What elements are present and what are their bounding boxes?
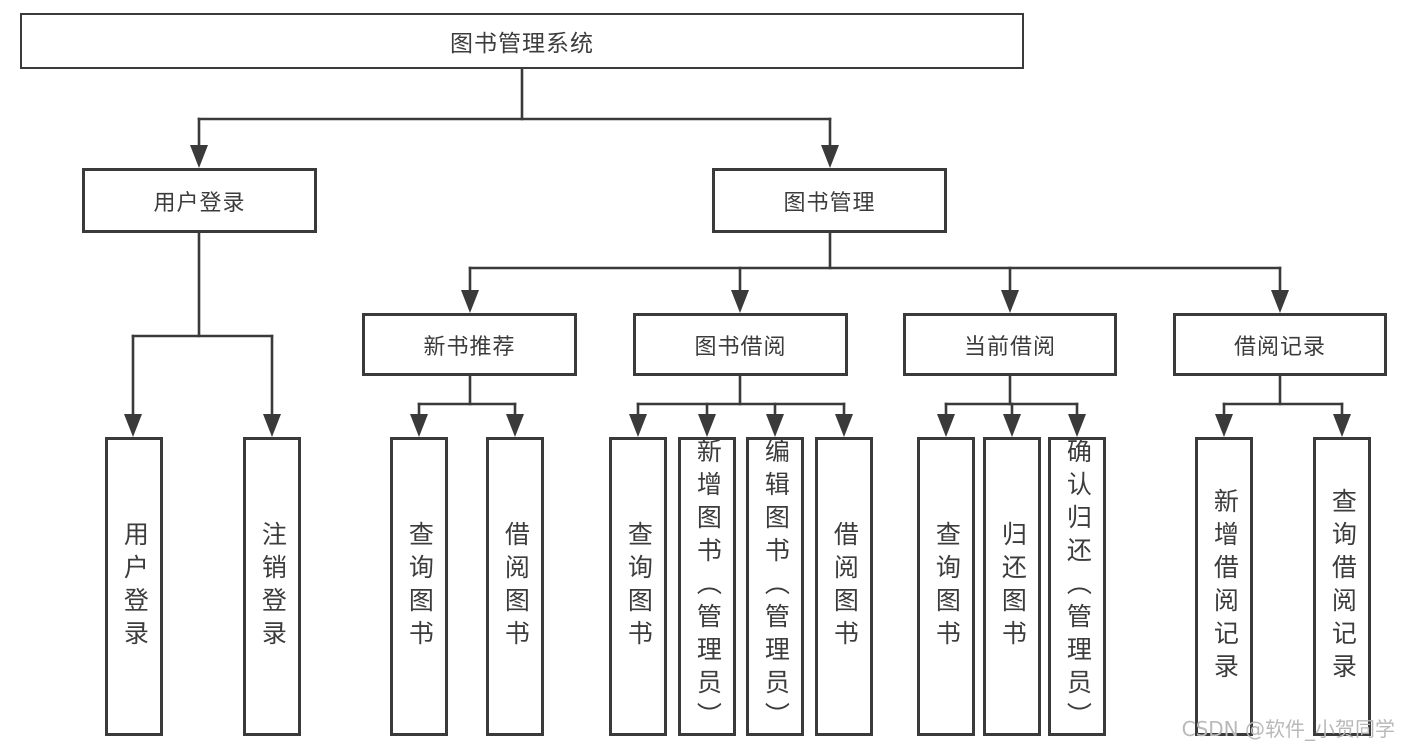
node-label: 新书推荐 [423, 334, 516, 360]
node-label: 图书管理系统 [450, 31, 594, 57]
node-book-management: 图书管理 [712, 168, 947, 233]
node-book-borrowing: 图书借阅 [633, 313, 848, 376]
node-new-book-recommend: 新书推荐 [362, 313, 577, 376]
leaf-label: 查询借阅记录 [1328, 487, 1358, 686]
node-label: 借阅记录 [1233, 334, 1326, 360]
node-label: 图书借阅 [694, 334, 787, 360]
node-borrowing-records: 借阅记录 [1173, 313, 1387, 376]
leaf-add-borrow-record: 新增借阅记录 [1195, 437, 1253, 736]
leaf-label: 查询图书 [624, 520, 654, 653]
leaf-label: 确认归还（管理员） [1063, 438, 1093, 735]
leaf-logout: 注销登录 [243, 437, 301, 736]
leaf-label: 借阅图书 [501, 520, 531, 653]
leaf-label: 新增借阅记录 [1210, 487, 1240, 686]
leaf-label: 注销登录 [258, 520, 288, 653]
leaf-label: 归还图书 [998, 520, 1028, 653]
leaf-query-books-recommend: 查询图书 [390, 437, 448, 736]
node-user-login: 用户登录 [82, 168, 317, 233]
watermark: CSDN @软件_小贺同学 [1181, 717, 1395, 741]
leaf-add-books-admin: 新增图书（管理员） [678, 437, 736, 736]
leaf-label: 借阅图书 [830, 520, 860, 653]
node-current-borrowing: 当前借阅 [903, 313, 1117, 376]
leaf-return-books: 归还图书 [983, 437, 1041, 736]
leaf-query-books-current: 查询图书 [917, 437, 975, 736]
leaf-borrow-books-recommend: 借阅图书 [486, 437, 544, 736]
leaf-confirm-return-admin: 确认归还（管理员） [1048, 437, 1106, 736]
node-label: 当前借阅 [963, 334, 1056, 360]
leaf-label: 查询图书 [932, 520, 962, 653]
node-label: 用户登录 [153, 190, 246, 216]
leaf-query-borrow-record: 查询借阅记录 [1313, 437, 1371, 736]
leaf-label: 用户登录 [120, 520, 150, 653]
leaf-user-login: 用户登录 [105, 437, 163, 736]
node-library-system: 图书管理系统 [20, 13, 1024, 69]
leaf-label: 新增图书（管理员） [693, 438, 723, 735]
leaf-query-books-borrowing: 查询图书 [609, 437, 667, 736]
leaf-label: 查询图书 [405, 520, 435, 653]
leaf-borrow-books: 借阅图书 [815, 437, 873, 736]
leaf-edit-books-admin: 编辑图书（管理员） [746, 437, 804, 736]
node-label: 图书管理 [783, 190, 876, 216]
leaf-label: 编辑图书（管理员） [761, 438, 791, 735]
